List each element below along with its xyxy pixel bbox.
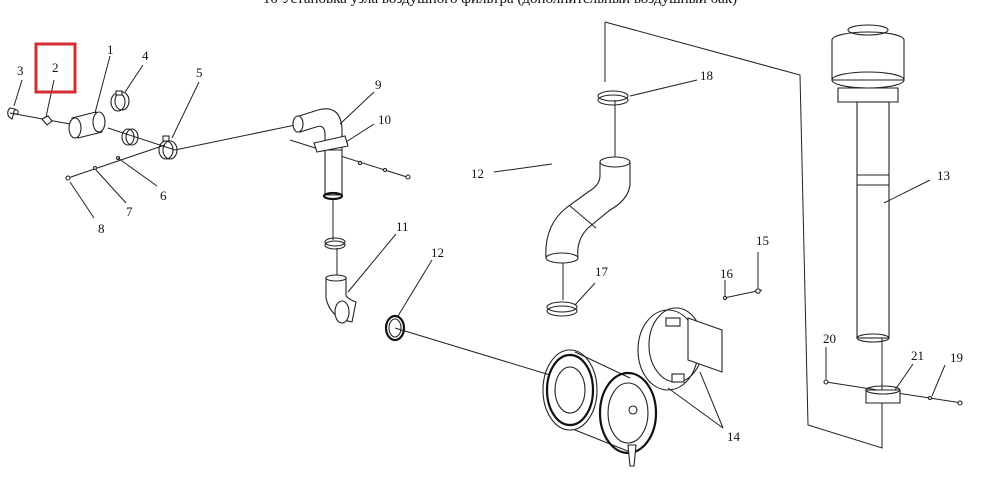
- part-air-filter-14: [542, 307, 723, 467]
- label-21: 21: [911, 348, 924, 363]
- label-20: 20: [823, 331, 836, 346]
- label-13: 13: [937, 168, 950, 183]
- part-bolt-3: [7, 107, 19, 120]
- label-1: 1: [107, 42, 114, 57]
- part-hose-1: [68, 111, 106, 139]
- label-4: 4: [142, 48, 149, 63]
- label-15: 15: [756, 233, 769, 248]
- highlight-box: [34, 42, 77, 94]
- label-9: 9: [375, 77, 382, 92]
- label-8: 8: [98, 221, 105, 236]
- part-labels: 1 2 3 4 5 6 7 8 9 10 11 12 12 13 14 15 1…: [17, 42, 963, 444]
- label-17: 17: [595, 264, 609, 279]
- part-clamp-5: [158, 135, 178, 160]
- part-elbow-pipe-9: [292, 108, 344, 201]
- label-7: 7: [126, 204, 133, 219]
- assembly-lines: [9, 21, 963, 449]
- label-11: 11: [396, 219, 409, 234]
- page-title: 10 Установка узла воздушного фильтра (до…: [0, 0, 1000, 8]
- label-5: 5: [196, 65, 203, 80]
- label-10: 10: [378, 112, 391, 127]
- label-2: 2: [52, 60, 59, 75]
- part-clamp-4: [110, 90, 130, 112]
- part-bracket-10: [313, 135, 411, 180]
- part-clamp-small: [121, 128, 139, 146]
- label-18: 18: [700, 68, 713, 83]
- label-19: 19: [950, 350, 963, 365]
- part-s-pipe-12: [545, 156, 631, 264]
- part-bolts-15-16: [722, 288, 761, 301]
- label-6: 6: [160, 188, 167, 203]
- part-clip-2: [41, 115, 53, 126]
- label-3: 3: [17, 63, 24, 78]
- leader-lines: [13, 55, 946, 429]
- part-clamp-17: [546, 301, 578, 317]
- label-16: 16: [720, 266, 734, 281]
- part-clamp-21: [823, 379, 963, 406]
- label-12-lower: 12: [431, 245, 444, 260]
- part-ring-12: [384, 314, 406, 342]
- label-14: 14: [727, 429, 741, 444]
- part-intake-pipe-13: [831, 24, 905, 343]
- label-12-center: 12: [471, 166, 484, 181]
- part-elbow-11: [325, 274, 357, 324]
- part-clamp-18: [597, 90, 629, 106]
- part-clamp-mid: [324, 237, 346, 250]
